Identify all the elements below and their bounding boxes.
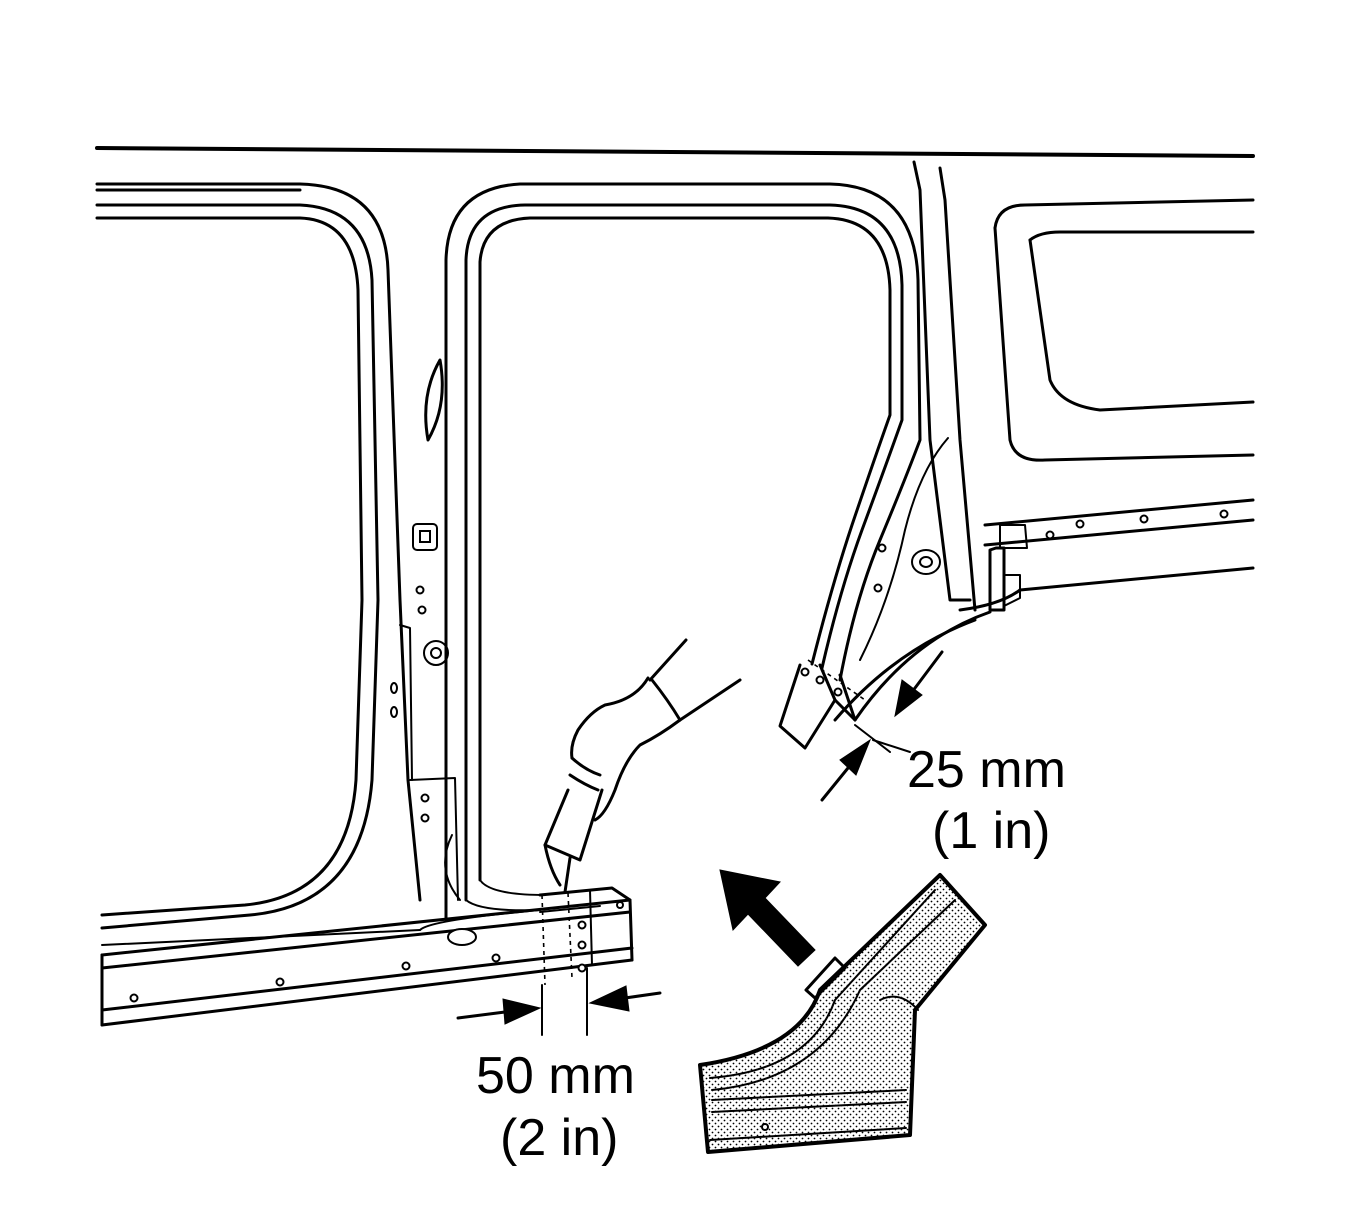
quarter-lower-rail xyxy=(958,498,1255,612)
dimension-50mm xyxy=(456,967,662,1036)
hand-with-cutting-tool xyxy=(543,638,742,894)
c-pillar xyxy=(859,160,977,661)
b-pillar xyxy=(390,358,461,901)
rear-door-opening xyxy=(419,182,922,931)
quarter-window xyxy=(993,198,1255,462)
roof-rail xyxy=(95,146,1255,192)
c-pillar-cut-stub xyxy=(778,659,866,750)
label-50mm: 50 mm xyxy=(476,1047,635,1105)
label-25mm: 25 mm xyxy=(907,741,1066,799)
dimension-25mm xyxy=(820,650,944,802)
wheel-arch xyxy=(833,610,992,722)
install-direction-arrow xyxy=(719,869,816,967)
front-door-opening xyxy=(95,182,422,946)
label-2in: (2 in) xyxy=(500,1109,618,1167)
label-1in: (1 in) xyxy=(932,802,1050,860)
rocker-panel xyxy=(100,886,634,1027)
replacement-section xyxy=(698,873,987,1154)
